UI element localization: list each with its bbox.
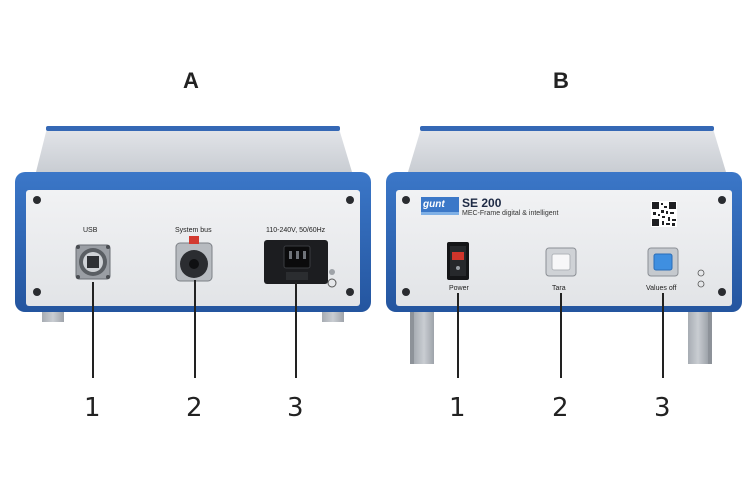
device-b	[386, 126, 742, 364]
power-switch	[447, 242, 469, 280]
foot-left-a	[42, 310, 64, 322]
system-bus-label: System bus	[175, 227, 212, 234]
power-label: Power	[449, 285, 469, 292]
leader-line-b3	[662, 293, 664, 378]
usb-connector	[75, 244, 111, 280]
model-label: SE 200	[462, 196, 502, 210]
device-a	[15, 126, 371, 322]
callout-a-3: 3	[287, 393, 304, 423]
qr-code	[651, 201, 677, 227]
system-bus-connector	[175, 236, 213, 282]
usb-label: USB	[83, 227, 98, 234]
callout-a-2: 2	[186, 393, 203, 423]
view-a-label: A	[183, 68, 199, 93]
values-off-button	[647, 247, 679, 277]
leader-line-b2	[560, 293, 562, 378]
brand-label: gunt	[423, 199, 445, 210]
leader-line-a2	[194, 280, 196, 378]
leg-left-b	[414, 308, 434, 364]
view-b-label: B	[553, 68, 569, 93]
leader-line-a3	[295, 282, 297, 378]
leg-right-b	[688, 308, 708, 364]
foot-right-a	[322, 310, 344, 322]
callout-b-1: 1	[449, 393, 466, 423]
callout-b-3: 3	[654, 393, 671, 423]
callout-b-2: 2	[552, 393, 569, 423]
values-off-label: Values off	[646, 285, 677, 292]
power-rating-label: 110-240V, 50/60Hz	[266, 227, 326, 234]
callout-a-1: 1	[84, 393, 101, 423]
leader-line-b1	[457, 293, 459, 378]
model-subtitle: MEC-Frame digital & intelligent	[462, 210, 559, 217]
leader-line-a1	[92, 282, 94, 378]
power-inlet	[264, 240, 328, 284]
tara-label: Tara	[552, 285, 566, 292]
tara-button	[545, 247, 577, 277]
gunt-logo	[421, 197, 459, 215]
